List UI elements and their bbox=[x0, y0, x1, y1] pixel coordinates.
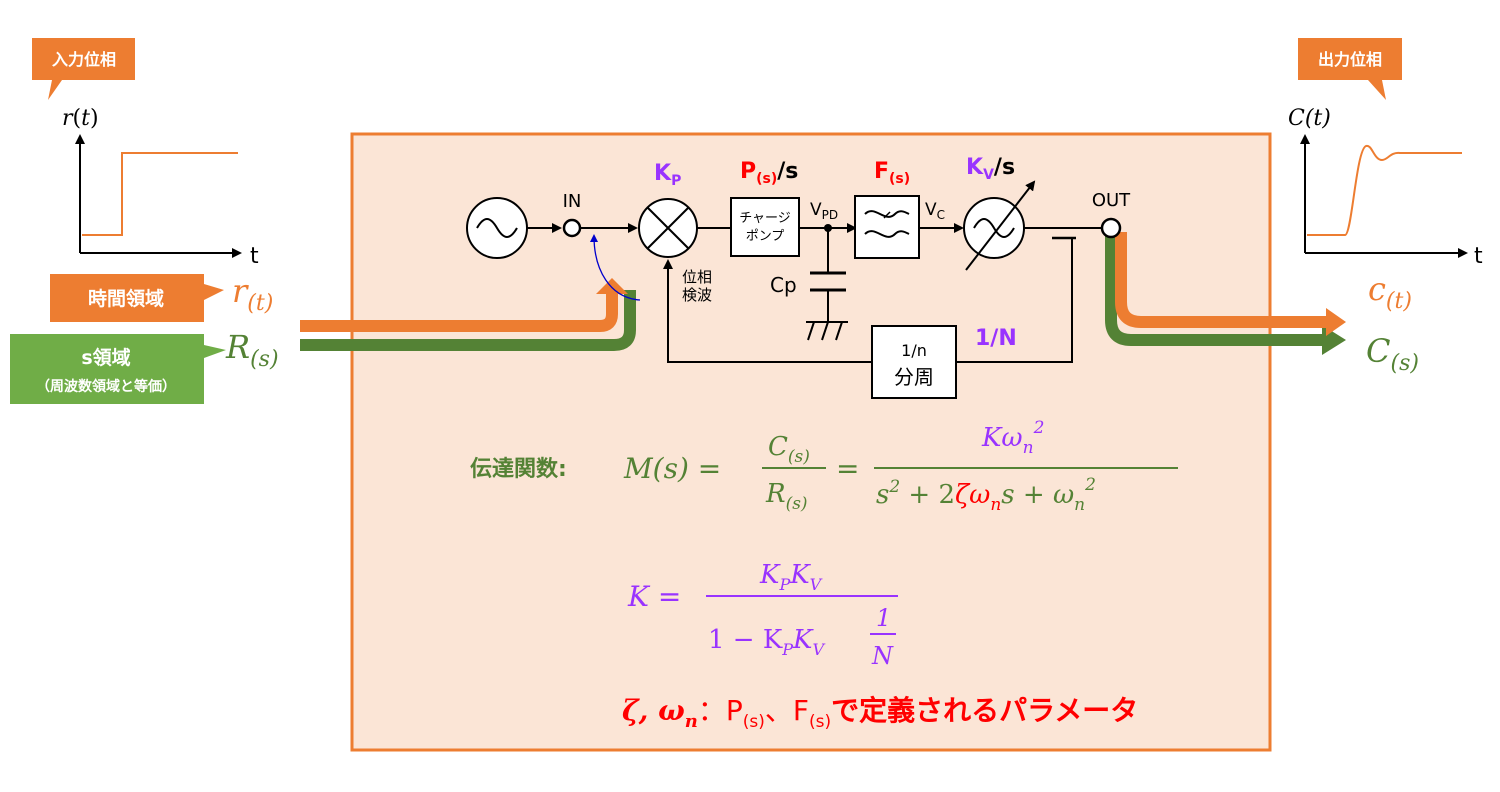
tf-frac1-num: C(s) bbox=[768, 432, 810, 467]
k-eq-inner-num: 1 bbox=[876, 604, 891, 632]
reference-oscillator bbox=[466, 197, 528, 259]
in-label: IN bbox=[563, 191, 582, 212]
time-domain-label: 時間領域 bbox=[88, 287, 164, 310]
phase-detector-mixer bbox=[638, 198, 698, 258]
vco-oscillator bbox=[963, 180, 1036, 271]
s-domain-label: s領域 bbox=[81, 346, 130, 369]
loop-filter-block bbox=[854, 195, 920, 259]
k-eq-inner-den: N bbox=[871, 642, 894, 670]
kv-label: KV/s bbox=[966, 155, 1015, 183]
vpd-label: VPD bbox=[810, 200, 838, 222]
input-green-arrow bbox=[300, 290, 636, 351]
k-eq-num: KPKV bbox=[759, 560, 823, 594]
feedback-ratio-label: 1/N bbox=[975, 326, 1017, 351]
compare-arc bbox=[590, 234, 641, 301]
phase-detect-line1: 位相 bbox=[682, 268, 712, 286]
charge-pump-line2: ポンプ bbox=[746, 229, 785, 244]
input-phase-label: 入力位相 bbox=[52, 50, 116, 69]
param-note: ζ, ωn：P(s)、F(s)で定義されるパラメータ bbox=[622, 694, 1138, 732]
tf-lhs: M(s) = bbox=[623, 452, 721, 485]
charge-pump-line1: チャージ bbox=[739, 211, 791, 226]
tf-frac1-den: R(s) bbox=[765, 479, 808, 514]
output-phase-callout: 出力位相 bbox=[1298, 38, 1402, 100]
output-phase-label: 出力位相 bbox=[1318, 50, 1382, 69]
output-time-symbol: c(t) bbox=[1368, 270, 1412, 314]
tf-equals: = bbox=[836, 452, 859, 485]
time-domain-badge: 時間領域 bbox=[50, 274, 224, 322]
output-s-symbol: C(s) bbox=[1366, 332, 1419, 376]
tf-frac2-num: Kωn2 bbox=[981, 418, 1044, 458]
k-eq-den: 1 − KPKV bbox=[708, 625, 825, 659]
output-orange-arrow bbox=[1115, 232, 1330, 328]
divider-line1: 1/n bbox=[901, 341, 927, 360]
output-step-response bbox=[1307, 144, 1462, 236]
input-orange-arrow bbox=[300, 292, 618, 332]
out-label: OUT bbox=[1092, 190, 1131, 211]
input-phase-callout: 入力位相 bbox=[32, 38, 135, 100]
phase-detect-line2: 検波 bbox=[682, 286, 712, 304]
input-time-symbol: r(t) bbox=[232, 272, 273, 316]
kp-label: KP bbox=[654, 161, 681, 189]
fs-label: F(s) bbox=[874, 159, 910, 187]
input-time-axis-label: t bbox=[250, 244, 259, 269]
tf-label: 伝達関数: bbox=[470, 456, 567, 482]
ps-label: P(s)/s bbox=[740, 159, 798, 187]
output-time-axis-label: t bbox=[1474, 244, 1483, 269]
tf-frac2-den: s2 + 2ζωns + ωn2 bbox=[876, 475, 1096, 515]
in-node bbox=[562, 218, 582, 238]
vc-label: VC bbox=[925, 200, 945, 222]
input-s-symbol: R(s) bbox=[225, 328, 279, 372]
output-func-label: C(t) bbox=[1288, 106, 1331, 131]
s-domain-badge: s領域 （周波数領域と等価） bbox=[10, 334, 226, 404]
output-graph: C(t) t bbox=[1288, 106, 1483, 269]
output-green-arrow bbox=[1105, 232, 1325, 346]
out-node bbox=[1100, 217, 1122, 239]
input-graph: r(t) t bbox=[62, 106, 259, 269]
charge-pump-block bbox=[730, 197, 800, 257]
k-eq-lhs: K = bbox=[627, 580, 681, 613]
ground-symbol bbox=[806, 321, 848, 341]
cp-label: Cp bbox=[770, 273, 797, 297]
input-func-label: r(t) bbox=[62, 106, 99, 131]
input-step-curve bbox=[82, 152, 238, 236]
divider-line2: 分周 bbox=[894, 365, 934, 389]
s-domain-note: （周波数領域と等価） bbox=[36, 378, 176, 395]
